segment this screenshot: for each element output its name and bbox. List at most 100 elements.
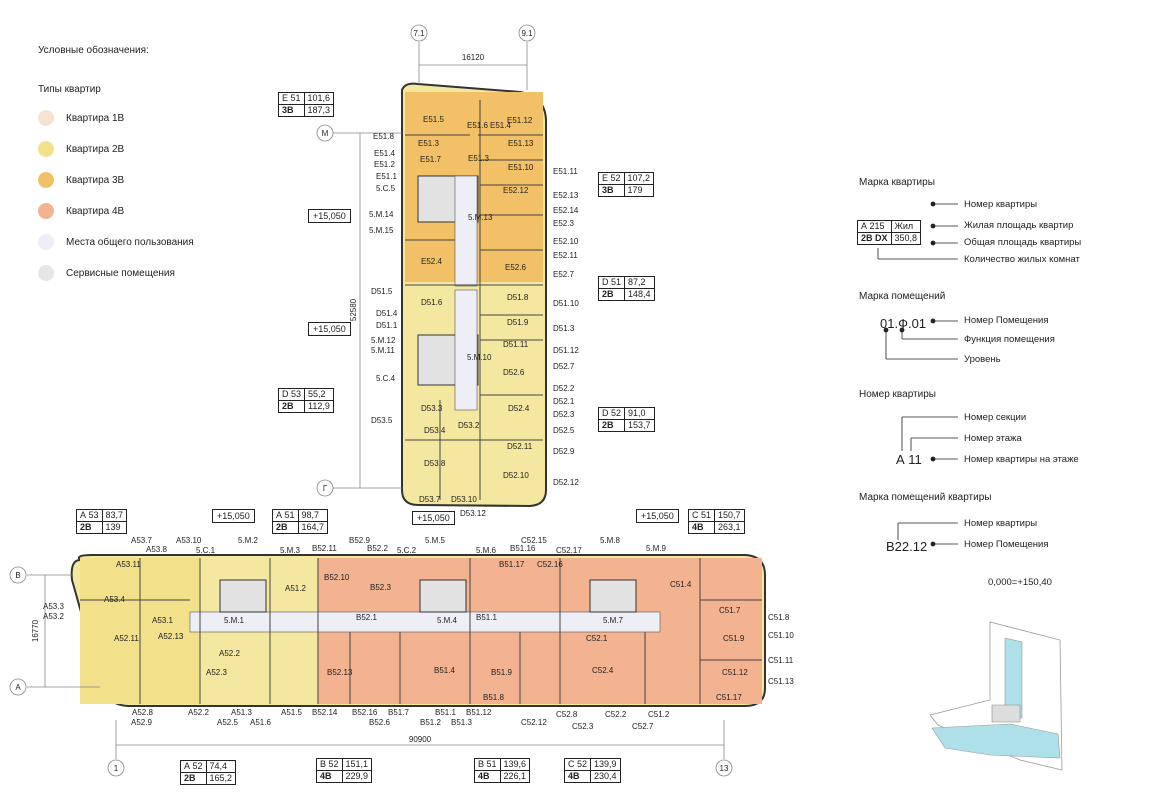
room-label: B52.10 xyxy=(324,573,350,582)
room-label: B52.3 xyxy=(370,583,391,592)
room-label: A52.5 xyxy=(217,718,238,727)
room-label: D52.9 xyxy=(553,447,575,456)
room-label: 5.C.2 xyxy=(397,546,417,555)
legend-label: Квартира 1В xyxy=(66,112,125,124)
room-label: C51.4 xyxy=(670,580,692,589)
room-label: E52.13 xyxy=(553,191,579,200)
room-label: D52.7 xyxy=(553,362,575,371)
room-label: D53.4 xyxy=(424,426,446,435)
key-apartment-living-label: Жил xyxy=(890,220,922,233)
room-label: C51.2 xyxy=(648,710,670,719)
table-apartment-code: Е 52 xyxy=(598,172,625,185)
key-apartment-total: 350,8 xyxy=(890,232,922,245)
legend-label: Места общего пользования xyxy=(66,236,194,248)
table-apartment-type: 2В xyxy=(597,419,626,432)
room-label: C52.8 xyxy=(556,710,578,719)
room-label: D53.5 xyxy=(371,416,393,425)
room-label: E51.13 xyxy=(508,139,534,148)
room-label: D51.8 xyxy=(507,293,529,302)
room-label: C52.12 xyxy=(521,718,547,727)
room-label: E51.6 xyxy=(467,121,488,130)
table-apartment-type: 2В xyxy=(76,521,103,534)
table-total-area: 226,1 xyxy=(499,770,531,783)
key-room-line-2: Функция помещения xyxy=(964,334,1055,345)
room-label: E51.4 xyxy=(490,121,511,130)
room-label: A53.4 xyxy=(104,595,125,604)
axis-a: А xyxy=(15,683,21,692)
room-label: E52.4 xyxy=(421,257,442,266)
room-label: E51.5 xyxy=(423,115,444,124)
key-number-line-3: Номер квартиры на этаже xyxy=(964,454,1079,465)
axis-v: В xyxy=(15,571,20,580)
room-label: D51.9 xyxy=(507,318,529,327)
room-label: C52.2 xyxy=(605,710,627,719)
room-label: C51.12 xyxy=(722,668,748,677)
key-apt-room-line-2: Номер Помещения xyxy=(964,539,1049,550)
table-living-area: 101,6 xyxy=(303,92,335,105)
room-label: D52.6 xyxy=(503,368,525,377)
room-label: 5.M.9 xyxy=(646,544,667,553)
room-label: E51.3 xyxy=(418,139,439,148)
legend-subtitle: Типы квартир xyxy=(38,84,101,95)
room-label: B51.8 xyxy=(483,693,504,702)
room-label: B51.3 xyxy=(451,718,472,727)
table-apartment-type: 2В xyxy=(597,288,626,301)
room-label: B52.9 xyxy=(349,536,370,545)
room-label: D53.7 xyxy=(419,495,441,504)
table-living-area: 98,7 xyxy=(297,509,329,522)
key-apartment-line-4: Количество жилых комнат xyxy=(964,254,1080,265)
room-label: B51.12 xyxy=(466,708,492,717)
legend-swatch xyxy=(38,203,54,219)
room-label: E51.4 xyxy=(374,149,395,158)
room-label: E51.2 xyxy=(374,160,395,169)
room-label: A53.2 xyxy=(43,612,64,621)
room-label: D52.4 xyxy=(508,404,530,413)
room-label: B52.2 xyxy=(367,544,388,553)
room-label: C51.8 xyxy=(768,613,790,622)
table-total-area: 164,7 xyxy=(297,521,329,534)
room-label: C52.4 xyxy=(592,666,614,675)
room-label: D51.4 xyxy=(376,309,398,318)
room-label: B51.7 xyxy=(388,708,409,717)
table-apartment-code: А 53 xyxy=(76,509,103,522)
room-label: 5.C.4 xyxy=(376,374,396,383)
level-note: 0,000=+150,40 xyxy=(988,577,1052,588)
room-label: D51.12 xyxy=(553,346,579,355)
room-label: 5.M.8 xyxy=(600,536,621,545)
table-living-area: 83,7 xyxy=(101,509,128,522)
room-label: C52.7 xyxy=(632,722,654,731)
legend-item: Сервисные помещения xyxy=(38,265,175,281)
room-label: 5.M.7 xyxy=(603,616,624,625)
legend-label: Квартира 2В xyxy=(66,143,125,155)
key-number-title: Номер квартиры xyxy=(859,389,936,400)
table-living-area: 139,9 xyxy=(590,758,621,771)
table-total-area: 165,2 xyxy=(205,772,237,785)
room-label: D51.6 xyxy=(421,298,443,307)
room-label: E52.3 xyxy=(553,219,574,228)
room-label: C52.1 xyxy=(586,634,608,643)
room-label: 5.C.1 xyxy=(196,546,216,555)
room-label: C51.11 xyxy=(768,656,794,665)
wing-corridor xyxy=(189,611,661,633)
table-apartment-type: 4В xyxy=(474,770,501,783)
legend-swatch xyxy=(38,141,54,157)
room-label: C52.16 xyxy=(537,560,563,569)
legend-title: Условные обозначения: xyxy=(38,45,149,56)
table-living-area: 150,7 xyxy=(714,509,745,522)
table-apartment-type: 4В xyxy=(563,770,592,783)
legend-item: Квартира 2В xyxy=(38,141,124,157)
table-apartment-code: В 51 xyxy=(474,758,501,771)
room-label: D52.11 xyxy=(507,442,533,451)
table-apartment-code: Е 51 xyxy=(278,92,305,105)
table-apartment-type: 4В xyxy=(316,770,343,783)
room-label: A52.8 xyxy=(132,708,153,717)
room-label: B51.9 xyxy=(491,668,512,677)
room-label: A52.9 xyxy=(131,718,152,727)
axis-m: М xyxy=(322,129,329,138)
